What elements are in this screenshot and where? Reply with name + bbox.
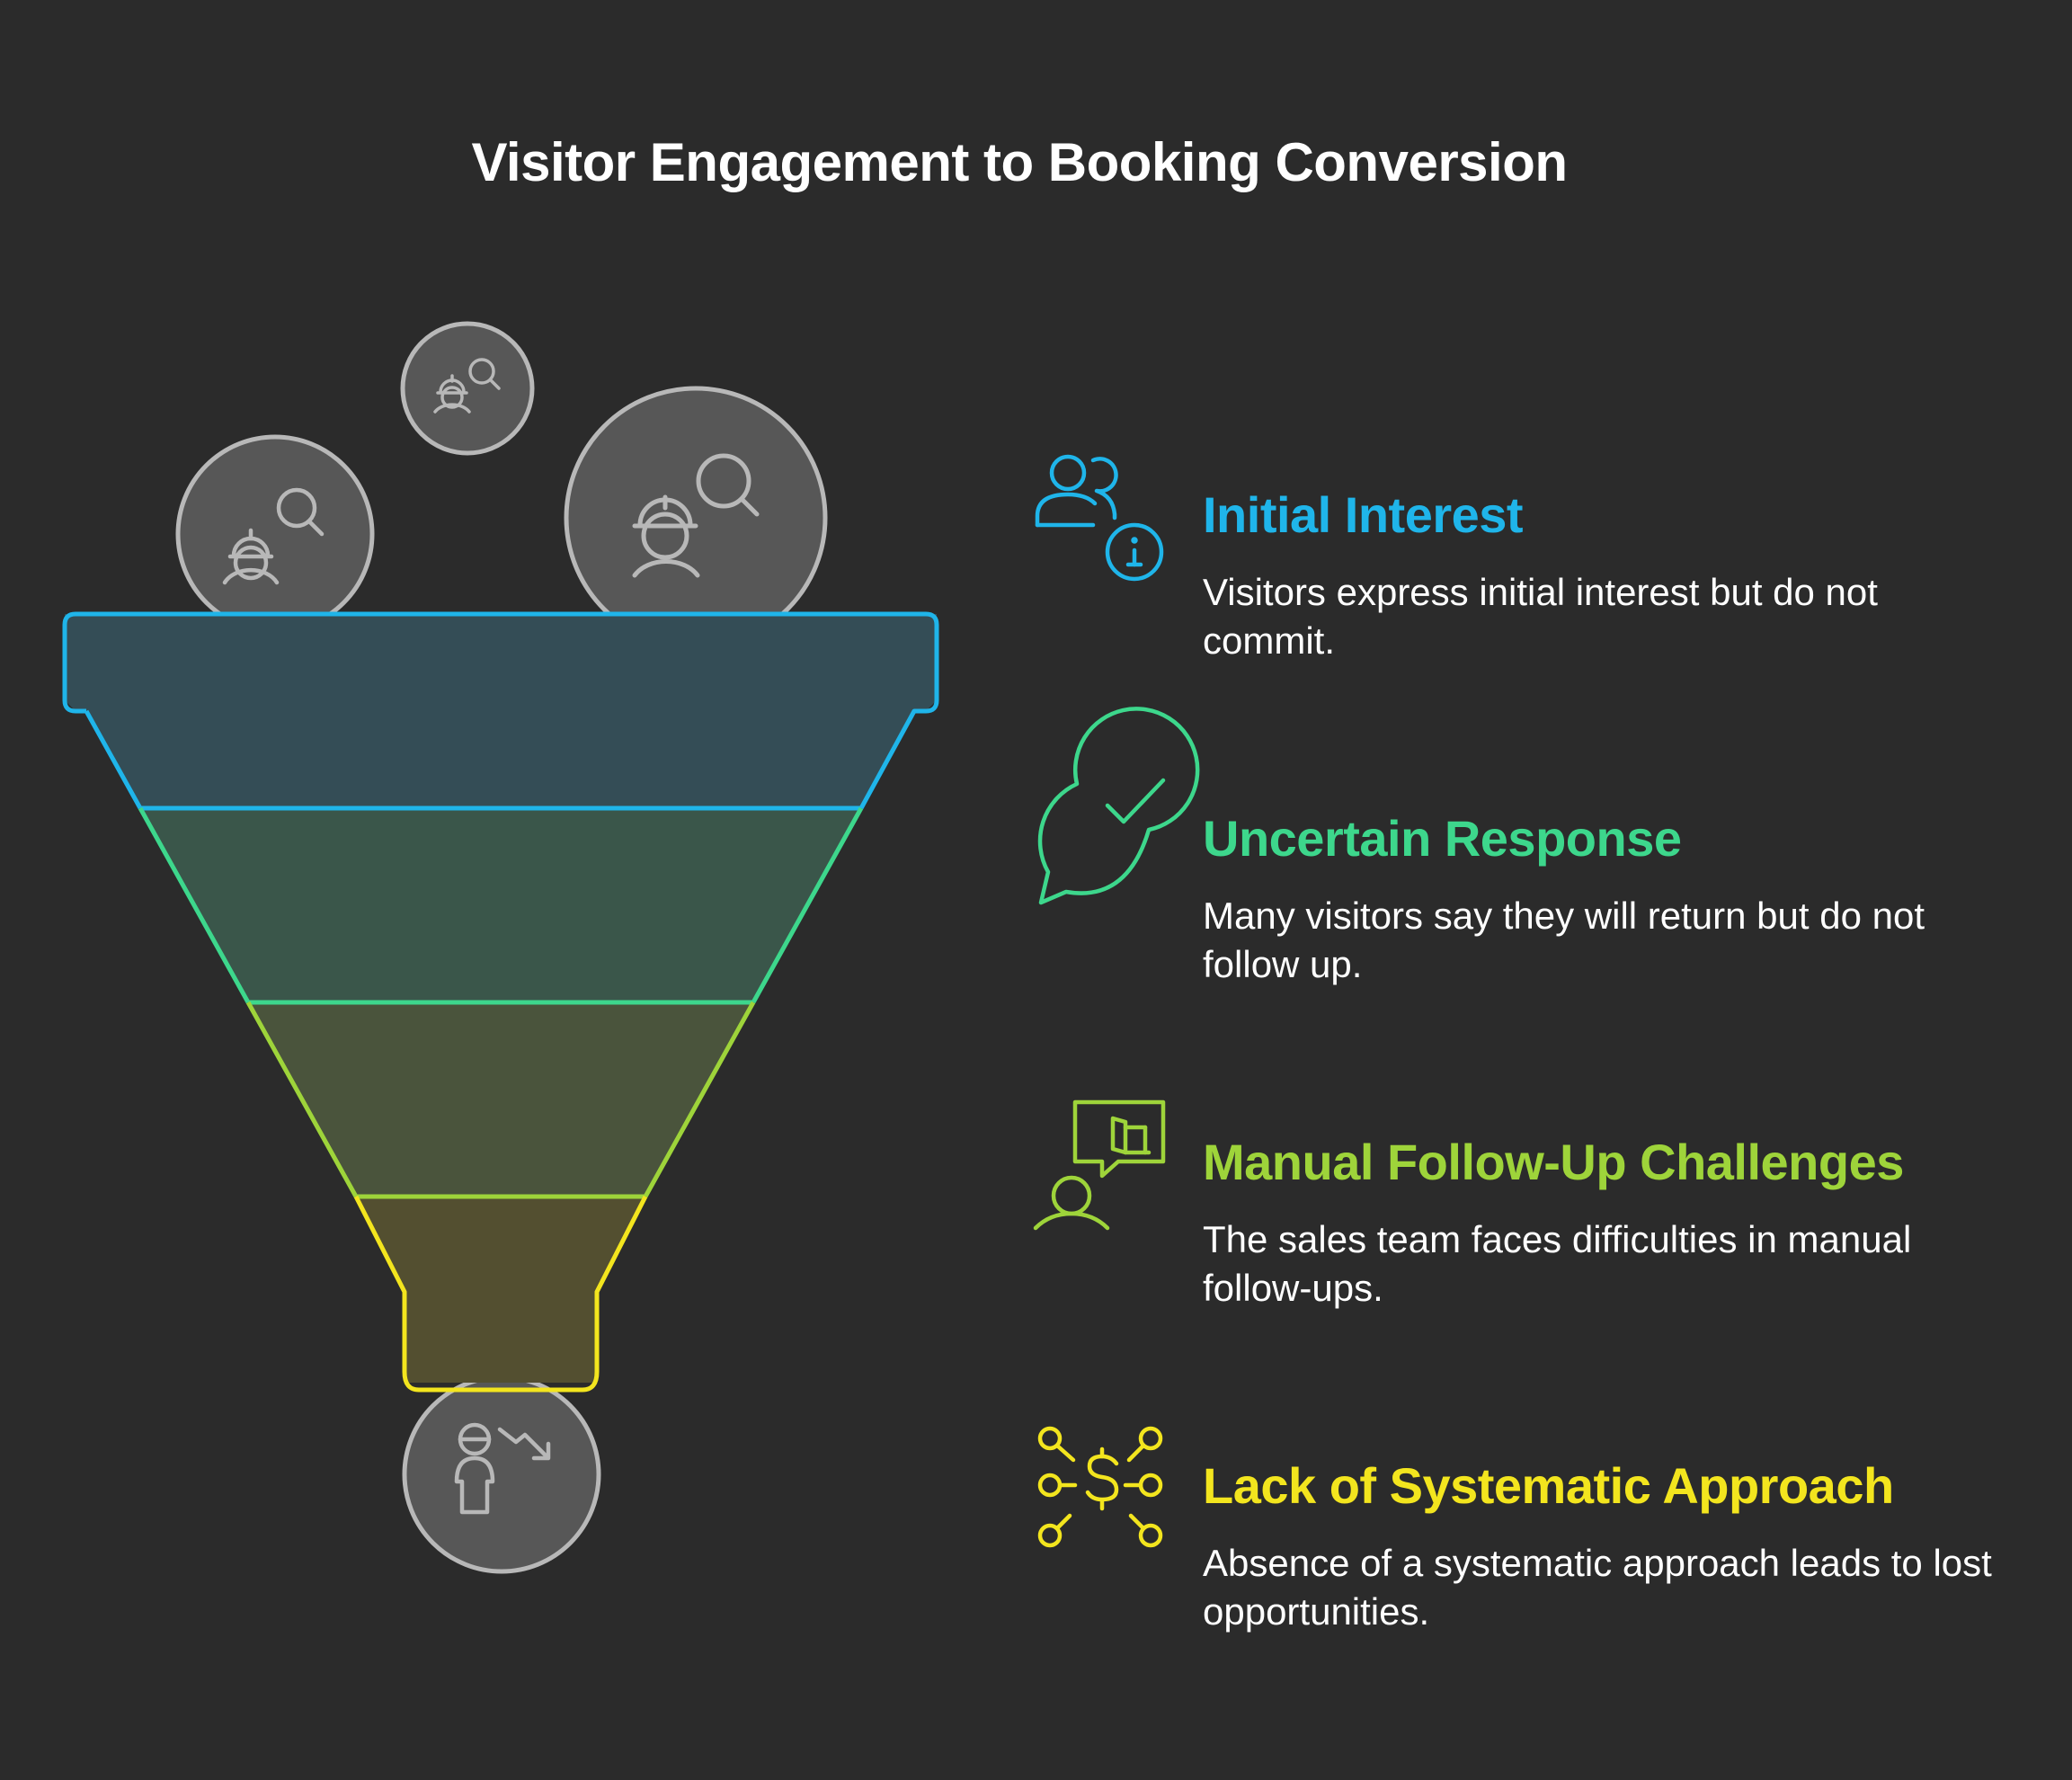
person-message-icon <box>1033 1099 1166 1231</box>
worker-search-icon <box>400 321 535 456</box>
stage-description: Absence of a systematic approach leads t… <box>1203 1542 1992 1633</box>
diagram-title: Visitor Engagement to Booking Conversion <box>471 132 1568 192</box>
worker-search-icon <box>564 386 828 650</box>
users-info-icon <box>1035 454 1164 582</box>
stage-title: Uncertain Response <box>1203 810 1682 867</box>
stage-manual-follow-up: Manual Follow-Up Challenges The sales te… <box>1203 1133 2012 1313</box>
chat-check-icon <box>1037 707 1200 905</box>
stage-title: Initial Interest <box>1203 486 1524 543</box>
stage-title: Manual Follow-Up Challenges <box>1203 1134 1904 1190</box>
stage-description: Many visitors say they will return but d… <box>1203 894 1925 985</box>
person-decline-icon <box>402 1375 601 1574</box>
stage-description: The sales team faces difficulties in man… <box>1203 1218 1912 1309</box>
worker-search-icon <box>175 434 375 634</box>
stage-lack-of-systematic-approach: Lack of Systematic Approach Absence of a… <box>1203 1456 2012 1636</box>
stage-description: Visitors express initial interest but do… <box>1203 571 1878 662</box>
stage-uncertain-response: Uncertain Response Many visitors say the… <box>1203 809 2012 989</box>
stage-initial-interest: Initial Interest Visitors express initia… <box>1203 485 2012 665</box>
stage-title: Lack of Systematic Approach <box>1203 1457 1894 1514</box>
dollar-network-icon <box>1037 1426 1163 1548</box>
